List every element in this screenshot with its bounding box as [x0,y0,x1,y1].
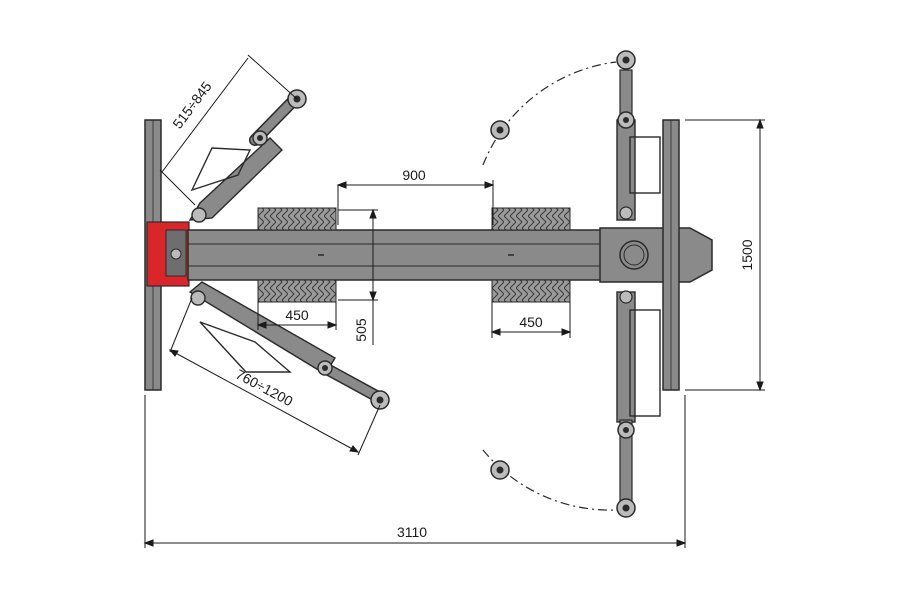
right-column [662,119,680,391]
wheel-pad-right-top [491,207,571,231]
dimension-lines [143,54,765,548]
dim-runway-width: 505 [353,318,369,342]
swing-arcs [482,61,617,511]
left-arm-bottom [188,281,390,410]
dim-overall-length: 3110 [397,524,427,540]
dim-wheel-width-right: 450 [519,314,543,330]
left-arm-top [188,89,307,223]
wheel-pad-right-bottom [491,279,571,303]
hydraulic-unit [146,221,190,287]
dim-column-span: 1500 [739,239,755,270]
wheel-pad-left-top [257,207,337,231]
main-beam [187,227,713,283]
dim-wheel-spacing: 900 [402,167,426,183]
right-arm-top [616,50,661,221]
wheel-pad-left-bottom [257,279,337,303]
wheel-pads [257,207,571,303]
right-arm-bottom [616,290,661,518]
dim-wheel-width-left: 450 [285,307,309,323]
dim-short-arm-range: 515÷845 [169,78,215,131]
